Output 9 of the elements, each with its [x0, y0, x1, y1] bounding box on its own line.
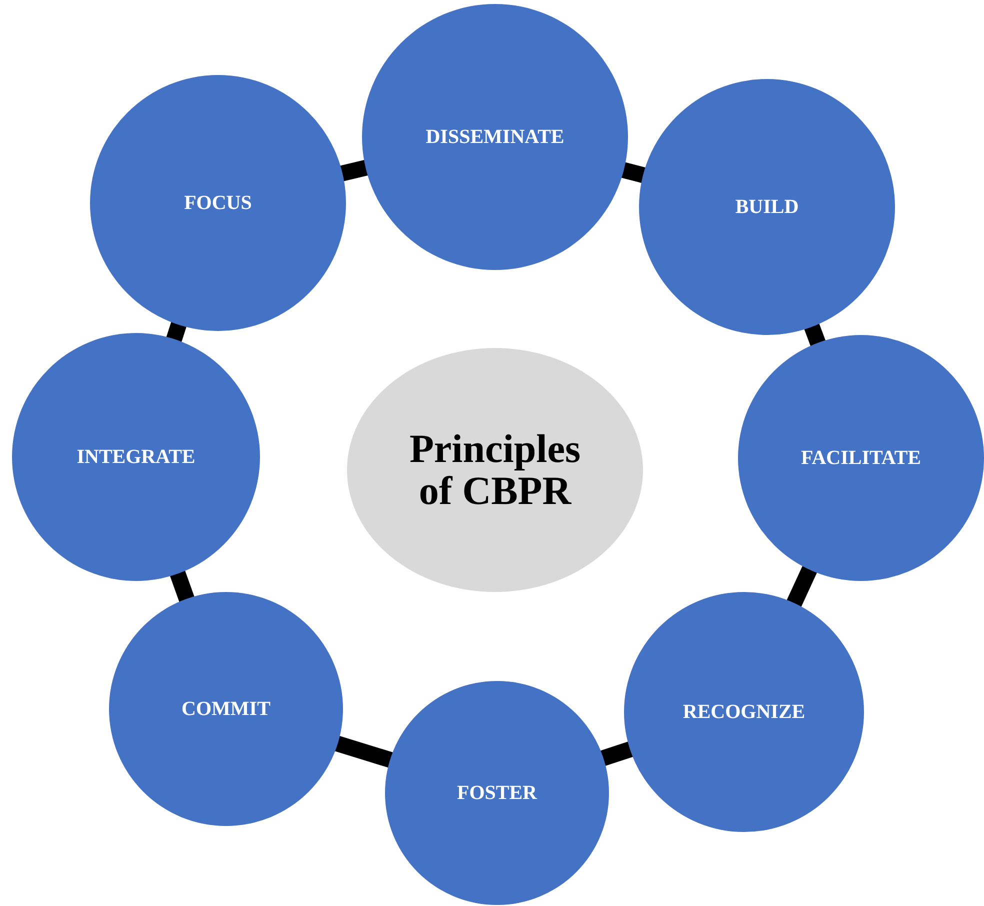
principle-label: INTEGRATE	[76, 446, 196, 468]
principle-label: BUILD	[735, 196, 799, 218]
principle-label: FOCUS	[184, 192, 252, 214]
principle-label: RECOGNIZE	[682, 702, 806, 722]
principle-label: COMMIT	[182, 698, 270, 720]
principle-label: FACILITATE	[800, 448, 922, 468]
principle-label: DISSEMINATE	[426, 126, 564, 148]
center-title: Principles of CBPR	[408, 428, 582, 512]
principle-label: FOSTER	[456, 782, 538, 804]
